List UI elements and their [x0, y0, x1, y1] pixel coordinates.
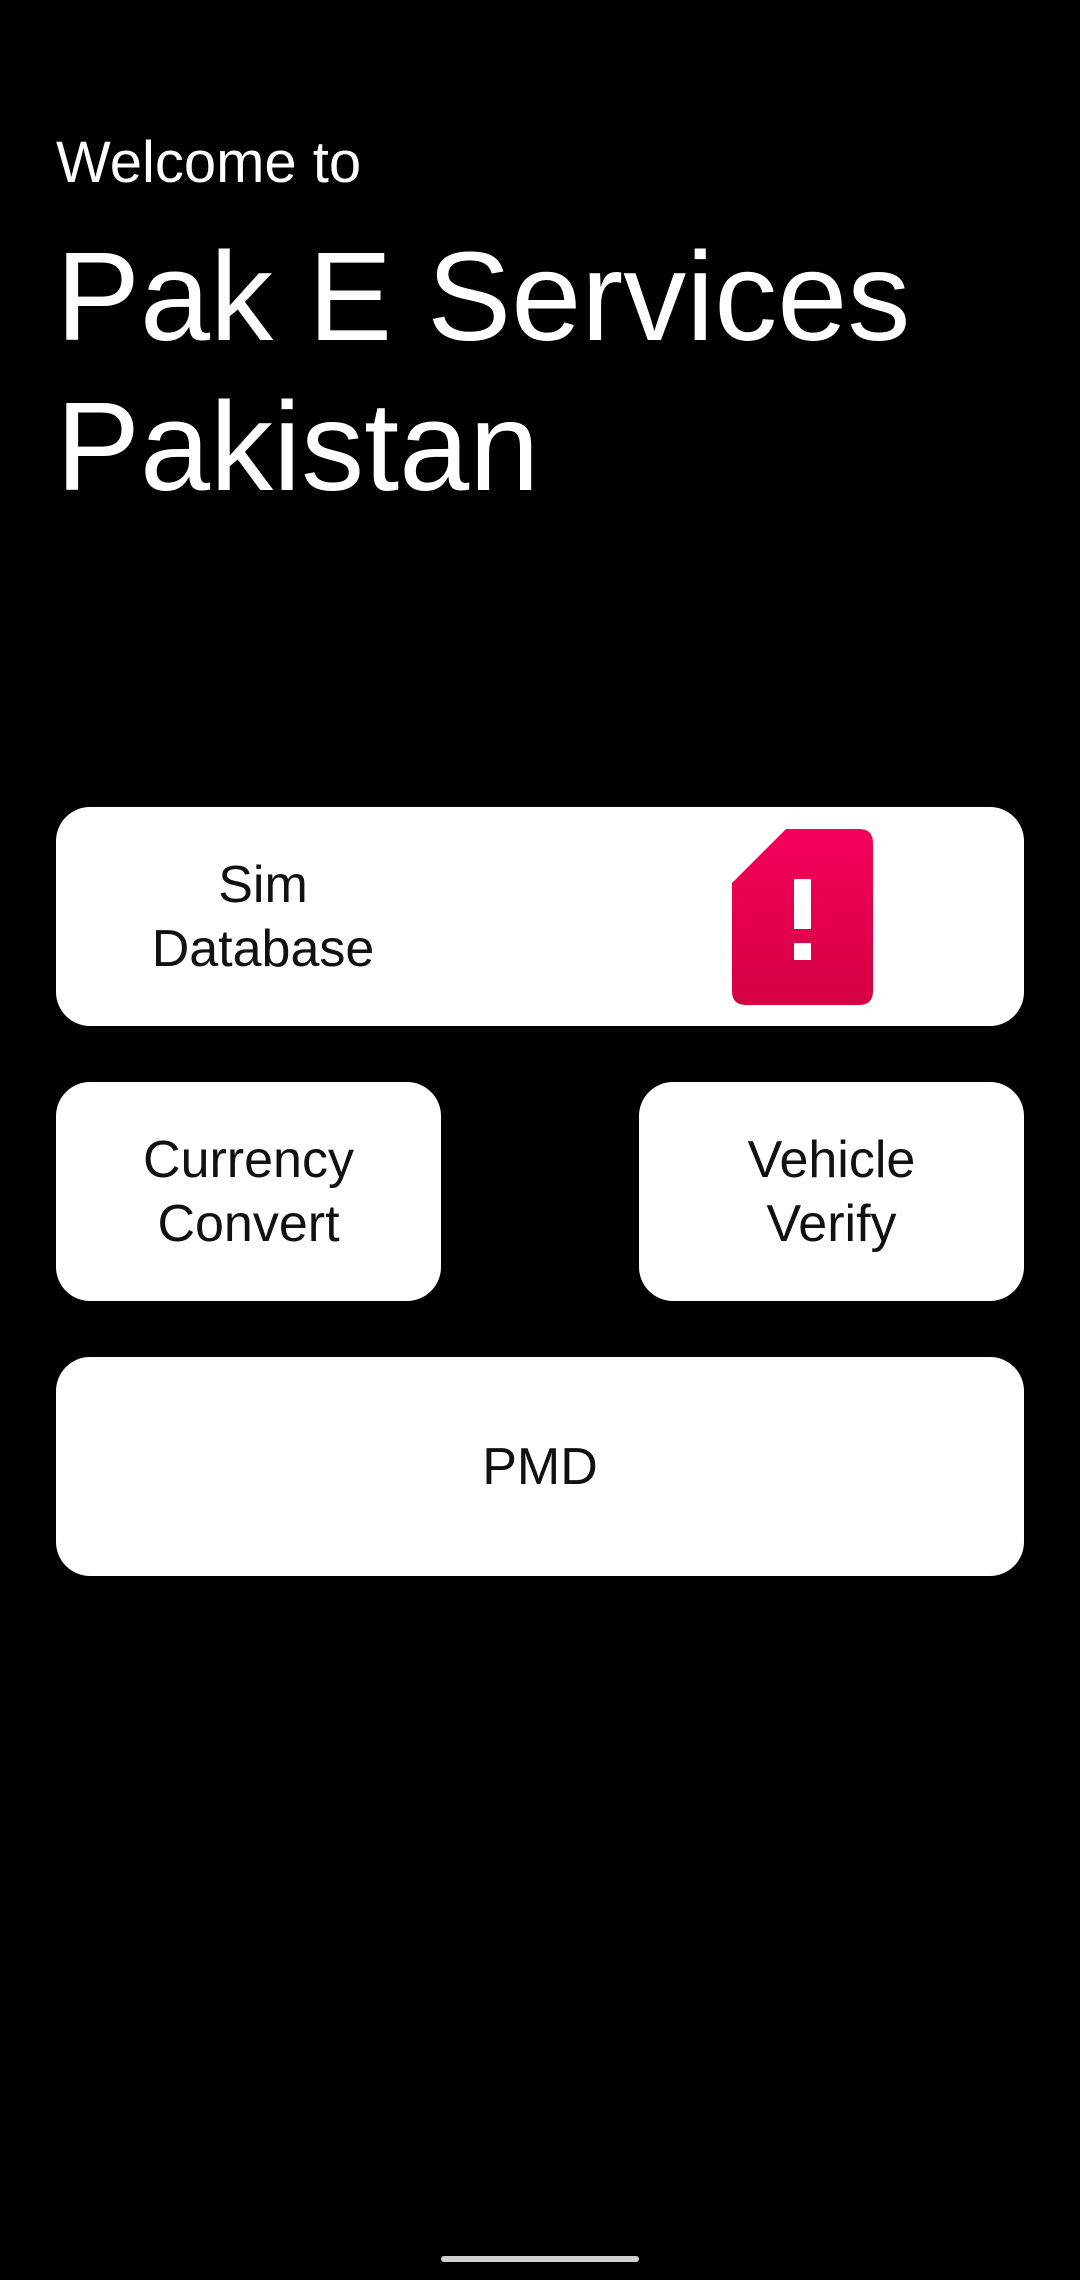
home-indicator[interactable]: [441, 2256, 639, 2262]
currency-convert-label: Currency Convert: [143, 1130, 354, 1253]
vehicle-verify-label: Vehicle Verify: [747, 1130, 916, 1253]
app-title: Pak E Services Pakistan: [56, 226, 911, 517]
sim-database-button[interactable]: Sim Database: [56, 807, 1024, 1026]
sim-database-label: Sim Database: [151, 855, 375, 978]
pmd-label: PMD: [482, 1437, 598, 1496]
pmd-button[interactable]: PMD: [56, 1357, 1024, 1576]
sim-alert-icon: [732, 829, 873, 1005]
vehicle-verify-button[interactable]: Vehicle Verify: [639, 1082, 1024, 1301]
welcome-text: Welcome to: [56, 130, 362, 195]
currency-convert-button[interactable]: Currency Convert: [56, 1082, 441, 1301]
